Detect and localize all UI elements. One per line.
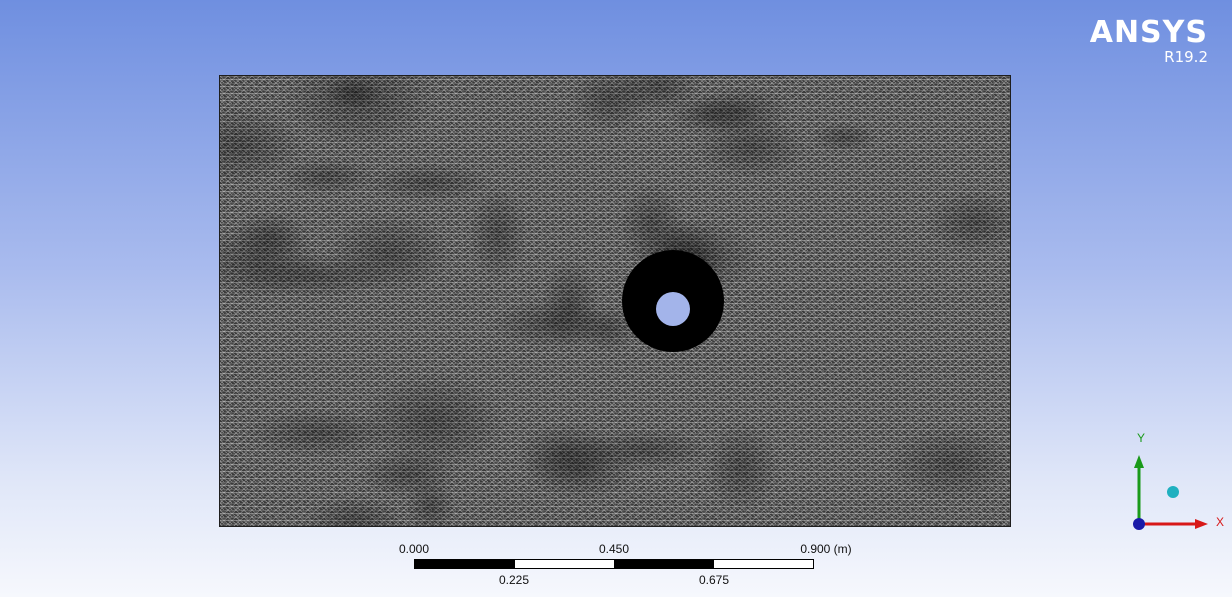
mesh-density-patch	[569, 76, 651, 132]
mesh-viewport[interactable]	[219, 75, 1011, 527]
scale-segment	[514, 560, 614, 568]
mesh-density-patch	[810, 122, 879, 153]
mesh-density-patch	[305, 496, 405, 526]
mesh-density-patch	[327, 212, 453, 294]
mesh-density-patch	[362, 162, 495, 203]
z-axis-ball-icon	[1133, 518, 1145, 530]
scale-bar	[414, 559, 814, 569]
logo-name: ANSYS	[1089, 15, 1208, 50]
mesh-density-patch	[277, 158, 378, 195]
y-axis-label: Y	[1137, 431, 1146, 445]
scale-label-225: 0.225	[498, 573, 530, 587]
mesh-density-patch	[704, 423, 780, 512]
x-axis-label: X	[1216, 515, 1225, 529]
mesh-density-patch	[468, 186, 528, 281]
mesh-density-patch	[232, 210, 309, 262]
mesh-density-patch	[244, 408, 394, 458]
scale-label-675: 0.675	[698, 573, 730, 587]
scale-label-900: 0.900 (m)	[800, 542, 852, 556]
mesh-density-patch	[323, 77, 383, 109]
axis-triad[interactable]: Y X	[1125, 425, 1230, 540]
axis-triad-graphic	[1133, 455, 1208, 530]
mesh-density-patch	[572, 429, 716, 470]
scale-segment	[614, 560, 714, 568]
mesh-density-patch	[220, 106, 304, 185]
mesh-graphic	[220, 76, 1010, 526]
mesh-density-patch	[665, 96, 761, 134]
cylinder-hole	[656, 292, 690, 326]
iso-view-ball-icon[interactable]	[1167, 486, 1179, 498]
y-arrow-icon	[1134, 455, 1144, 468]
x-arrow-icon	[1195, 519, 1208, 529]
mesh-density-patch	[361, 372, 506, 470]
mesh-density-patch	[925, 189, 1010, 255]
logo-version: R19.2	[1164, 48, 1208, 66]
ansys-logo: ANSYS R19.2	[1089, 15, 1208, 66]
scale-segment	[415, 560, 515, 568]
scale-label-450: 0.450	[598, 542, 630, 556]
scale-segment	[713, 560, 813, 568]
mesh-density-patch	[405, 478, 457, 526]
mesh-density-patch	[282, 76, 436, 148]
mesh-density-patch	[489, 298, 614, 349]
mesh-density-patch	[886, 425, 1010, 501]
scale-label-0: 0.000	[398, 542, 430, 556]
